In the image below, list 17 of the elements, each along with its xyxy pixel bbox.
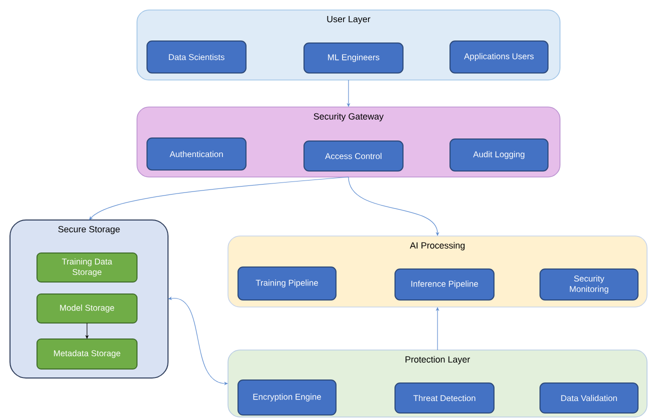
storage-box: Metadata Storage [36, 338, 138, 370]
process-box: Data Validation [540, 382, 638, 414]
process-box: Applications Users [450, 40, 548, 74]
process-box: Inference Pipeline [394, 268, 494, 300]
arrow [89, 176, 349, 220]
process-box: Threat Detection [394, 382, 494, 414]
process-box: Training Pipeline [238, 266, 336, 300]
process-box: Access Control [304, 140, 404, 172]
storage-box: Model Storage [36, 294, 138, 324]
process-box: Encryption Engine [238, 380, 336, 416]
storage-box: Training Data Storage [36, 252, 138, 282]
process-box: Authentication [146, 138, 246, 170]
process-box: Data Scientists [146, 40, 246, 74]
process-box: Security Monitoring [540, 268, 638, 300]
process-box: Audit Logging [450, 138, 548, 172]
arrow [348, 176, 440, 236]
process-box: ML Engineers [304, 42, 404, 74]
